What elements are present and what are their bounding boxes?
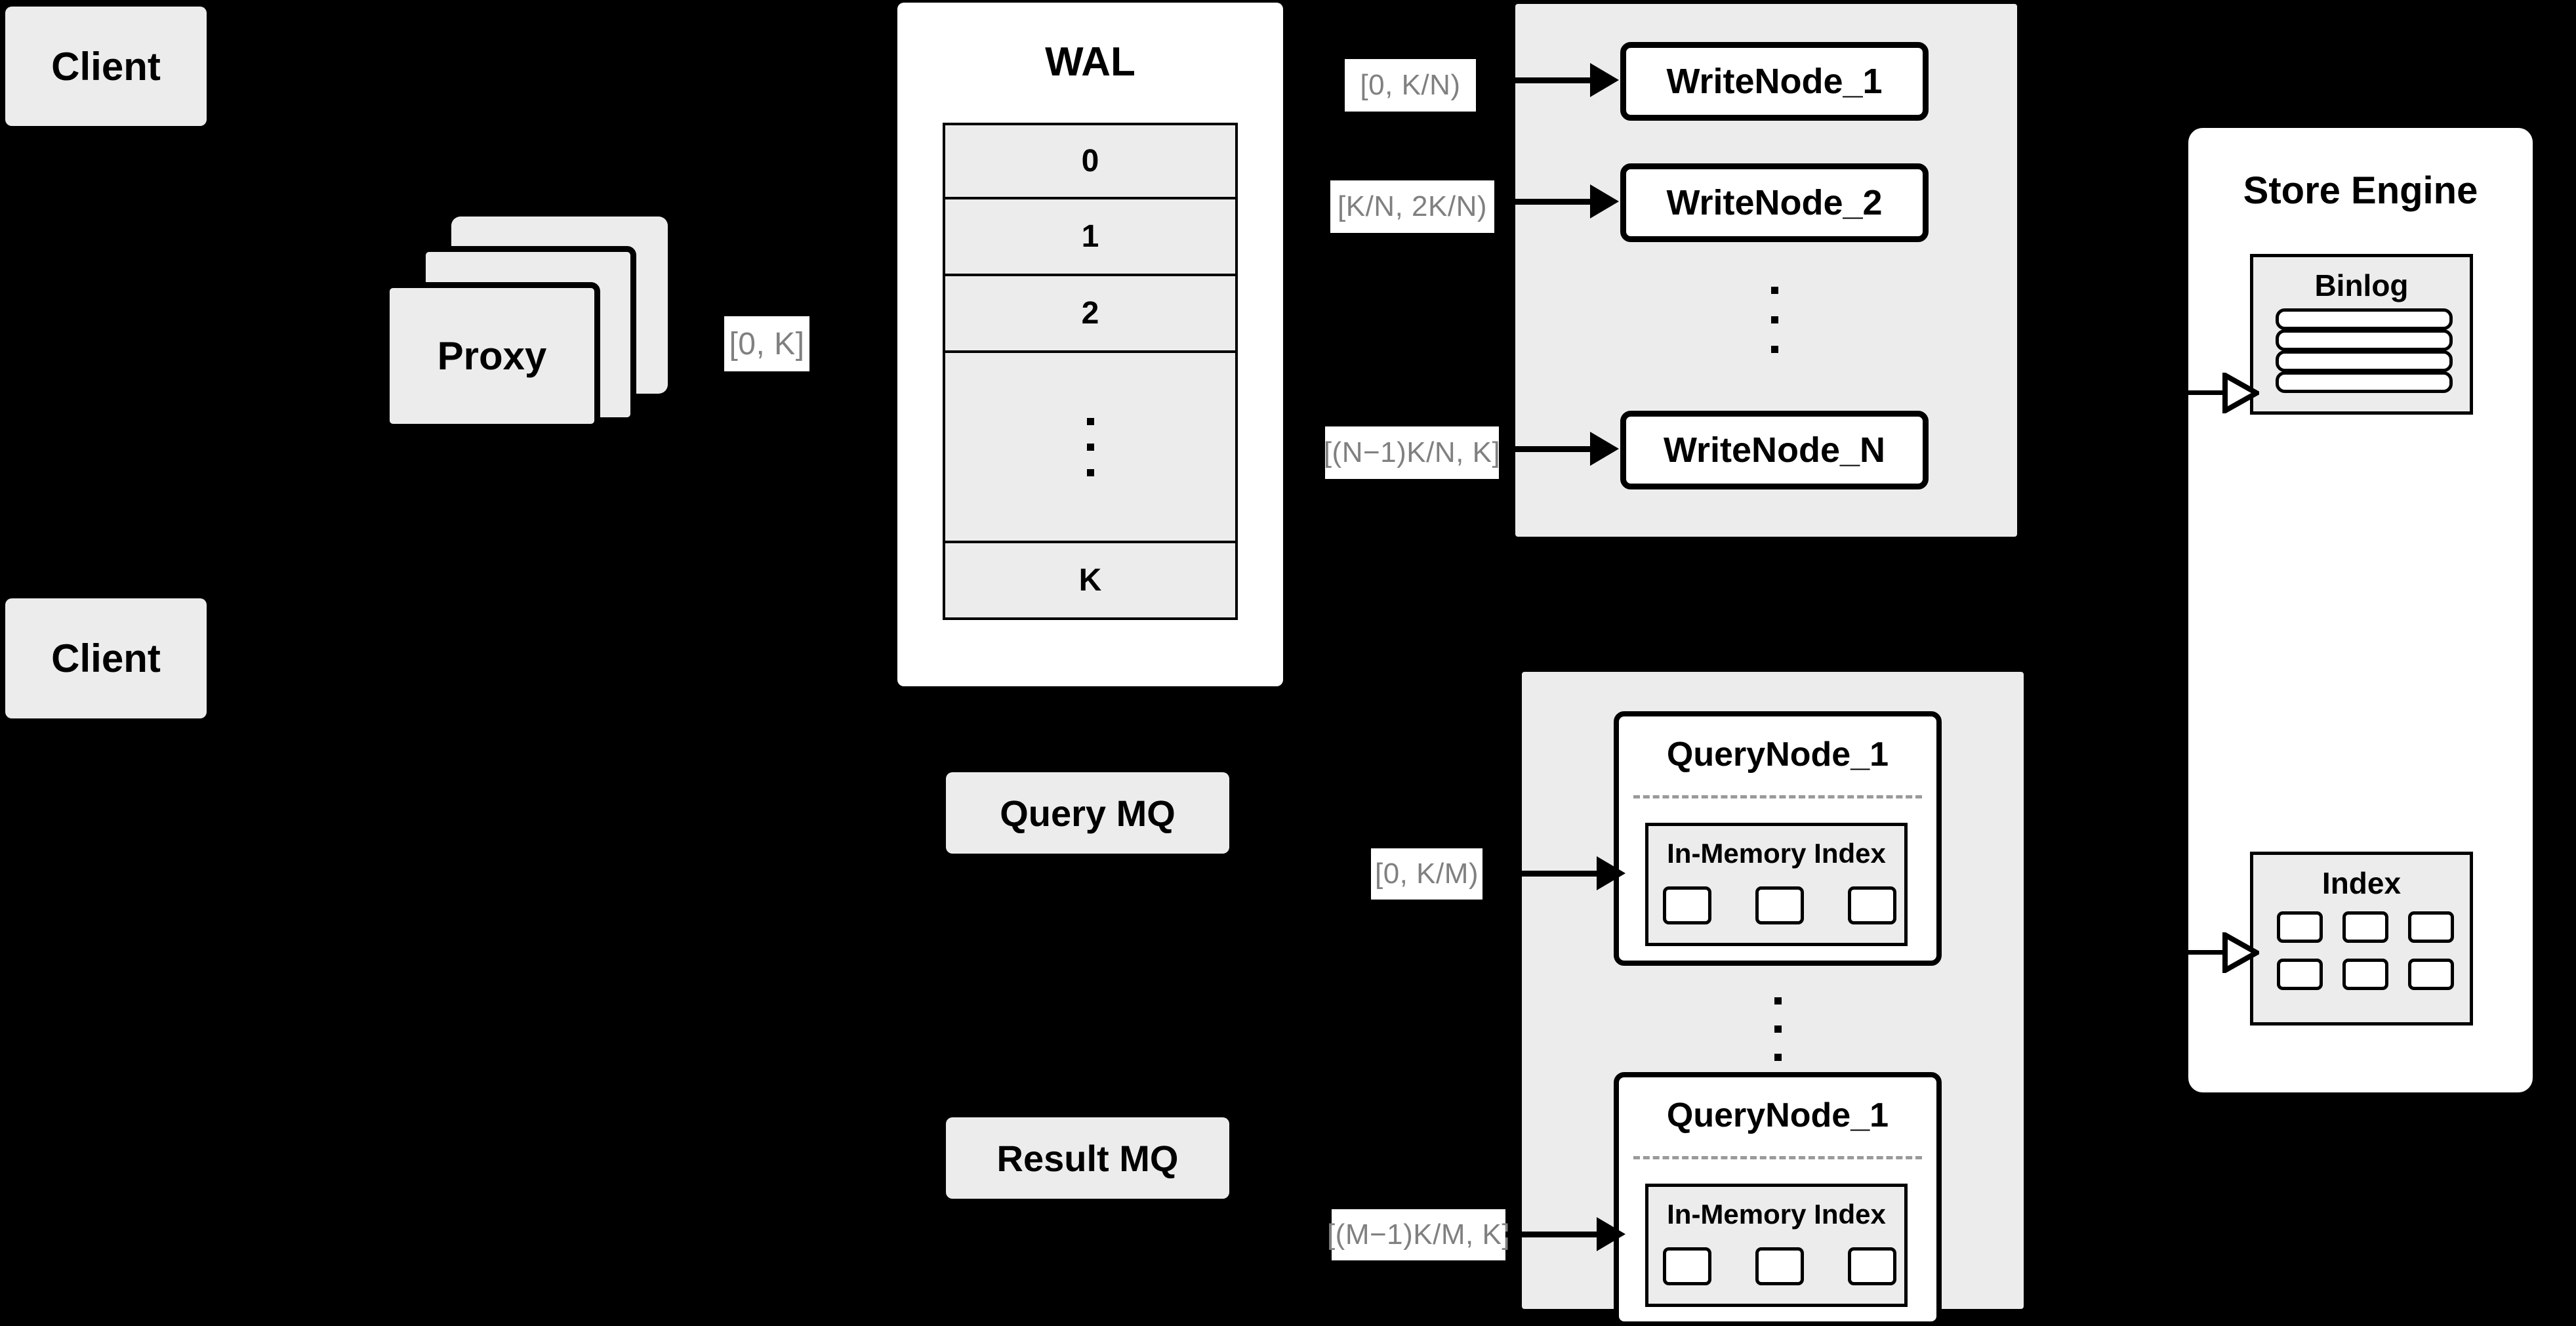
store-index-cell[interactable] xyxy=(2408,959,2454,990)
write-node-ellipsis-dots xyxy=(1738,276,1810,364)
client-label-1: Client xyxy=(51,44,161,89)
binlog-bar[interactable] xyxy=(2276,308,2453,330)
client-box-2[interactable]: Client xyxy=(5,598,207,718)
query-node-2-memory-index-title: In-Memory Index xyxy=(1667,1199,1886,1230)
query-node-2-index-cells xyxy=(1663,1247,1896,1285)
index-cell[interactable] xyxy=(1663,1247,1711,1285)
store-index-cell[interactable] xyxy=(2342,911,2388,943)
index-cell[interactable] xyxy=(1848,886,1896,924)
result-mq-box[interactable]: Result MQ xyxy=(946,1117,1229,1199)
write-node-n-range-label: [(N−1)K/N, K] xyxy=(1323,426,1501,479)
query-node-2-title: QueryNode_1 xyxy=(1666,1096,1889,1134)
arrow-line-binlog xyxy=(2188,390,2229,395)
write-node-1-label: WriteNode_1 xyxy=(1666,62,1883,101)
write-node-1-range-text: [0, K/N) xyxy=(1360,69,1461,101)
arrow-head-write-1 xyxy=(1590,63,1619,97)
query-node-1-memory-index: In-Memory Index xyxy=(1645,823,1908,946)
store-engine-title: Store Engine xyxy=(2243,169,2478,212)
store-index-cell[interactable] xyxy=(2408,911,2454,943)
wal-row-label-1: 1 xyxy=(1081,219,1099,254)
write-node-2-range-text: [K/N, 2K/N) xyxy=(1338,190,1487,222)
binlog-title: Binlog xyxy=(2314,268,2409,302)
arrow-head-write-n xyxy=(1590,432,1619,466)
write-node-n[interactable]: WriteNode_N xyxy=(1620,411,1929,489)
query-node-2-memory-index: In-Memory Index xyxy=(1645,1184,1908,1307)
binlog-bar[interactable] xyxy=(2276,329,2453,351)
arrow-head-write-2 xyxy=(1590,184,1619,218)
binlog-bar[interactable] xyxy=(2276,371,2453,393)
arrow-head-binlog xyxy=(2222,371,2262,415)
write-node-2-range-label: [K/N, 2K/N) xyxy=(1330,180,1494,233)
store-index-cell[interactable] xyxy=(2342,959,2388,990)
arrow-head-query-1 xyxy=(1597,856,1625,890)
query-node-1-memory-index-title: In-Memory Index xyxy=(1667,838,1886,869)
query-node-1-range-label: [0, K/M) xyxy=(1371,848,1482,900)
proxy-card-front[interactable]: Proxy xyxy=(384,282,600,430)
index-cell[interactable] xyxy=(1663,886,1711,924)
write-node-n-range-text: [(N−1)K/N, K] xyxy=(1323,436,1501,468)
query-node-2-range-text: [(M−1)K/M, K] xyxy=(1326,1218,1511,1251)
store-engine-panel: Store Engine Binlog Index xyxy=(2188,128,2533,1092)
arrow-head-store-index xyxy=(2222,930,2262,975)
query-mq-label: Query MQ xyxy=(1000,792,1176,834)
store-index-cell[interactable] xyxy=(2277,959,2323,990)
binlog-bar[interactable] xyxy=(2276,350,2453,372)
arrow-line-write-2 xyxy=(1499,199,1592,205)
query-node-1-title: QueryNode_1 xyxy=(1666,736,1889,774)
write-node-2[interactable]: WriteNode_2 xyxy=(1620,163,1929,242)
proxy-label: Proxy xyxy=(437,334,547,378)
arrow-line-write-1 xyxy=(1499,77,1592,83)
client-box-1[interactable]: Client xyxy=(5,7,207,126)
wal-row-label-0: 0 xyxy=(1081,144,1099,178)
wal-row-2[interactable]: 2 xyxy=(943,276,1238,353)
query-node-1-range-text: [0, K/M) xyxy=(1374,858,1479,890)
arrow-line-write-n xyxy=(1499,446,1592,452)
wal-row-ellipsis xyxy=(943,353,1238,543)
query-node-2[interactable]: QueryNode_1 In-Memory Index xyxy=(1614,1072,1942,1326)
proxy-range-text: [0, K] xyxy=(729,326,805,362)
proxy-range-label: [0, K] xyxy=(724,316,809,371)
write-node-1[interactable]: WriteNode_1 xyxy=(1620,42,1929,121)
query-node-ellipsis-dots xyxy=(1742,987,1814,1071)
write-node-1-range-label: [0, K/N) xyxy=(1345,59,1476,112)
wal-row-label-k: K xyxy=(1078,563,1102,598)
query-node-pool: QueryNode_1 In-Memory Index QueryNode_1 xyxy=(1522,672,2024,1326)
query-node-2-divider xyxy=(1633,1156,1922,1159)
wal-ellipsis-dots xyxy=(945,353,1235,541)
wal-title: WAL xyxy=(1045,39,1135,85)
query-mq-box[interactable]: Query MQ xyxy=(946,772,1229,854)
index-cell[interactable] xyxy=(1755,1247,1804,1285)
store-index-row-2 xyxy=(2277,959,2454,990)
write-node-n-label: WriteNode_N xyxy=(1663,430,1886,470)
write-node-2-label: WriteNode_2 xyxy=(1666,183,1883,222)
query-node-1-divider xyxy=(1633,795,1922,798)
arrow-line-query-2 xyxy=(1505,1232,1599,1237)
binlog-panel: Binlog xyxy=(2250,254,2473,415)
wal-row-0[interactable]: 0 xyxy=(943,123,1238,199)
index-cell[interactable] xyxy=(1755,886,1804,924)
query-node-1-index-cells xyxy=(1663,886,1896,924)
write-node-pool: WriteNode_1 WriteNode_2 WriteNode_N xyxy=(1515,4,2017,537)
store-index-cell[interactable] xyxy=(2277,911,2323,943)
query-node-1[interactable]: QueryNode_1 In-Memory Index xyxy=(1614,711,1942,966)
wal-panel: WAL 0 1 2 K xyxy=(897,3,1283,686)
index-cell[interactable] xyxy=(1848,1247,1896,1285)
query-node-2-range-label: [(M−1)K/M, K] xyxy=(1327,1209,1510,1260)
wal-row-1[interactable]: 1 xyxy=(943,199,1238,276)
result-mq-label: Result MQ xyxy=(996,1137,1179,1179)
arrow-head-query-2 xyxy=(1597,1217,1625,1251)
store-index-panel: Index xyxy=(2250,852,2473,1026)
wal-row-label-2: 2 xyxy=(1081,296,1099,331)
store-index-title: Index xyxy=(2321,866,2402,900)
arrow-line-store-index xyxy=(2188,950,2229,955)
wal-row-k[interactable]: K xyxy=(943,543,1238,620)
store-index-row-1 xyxy=(2277,911,2454,943)
arrow-line-query-1 xyxy=(1505,871,1599,877)
client-label-2: Client xyxy=(51,636,161,680)
